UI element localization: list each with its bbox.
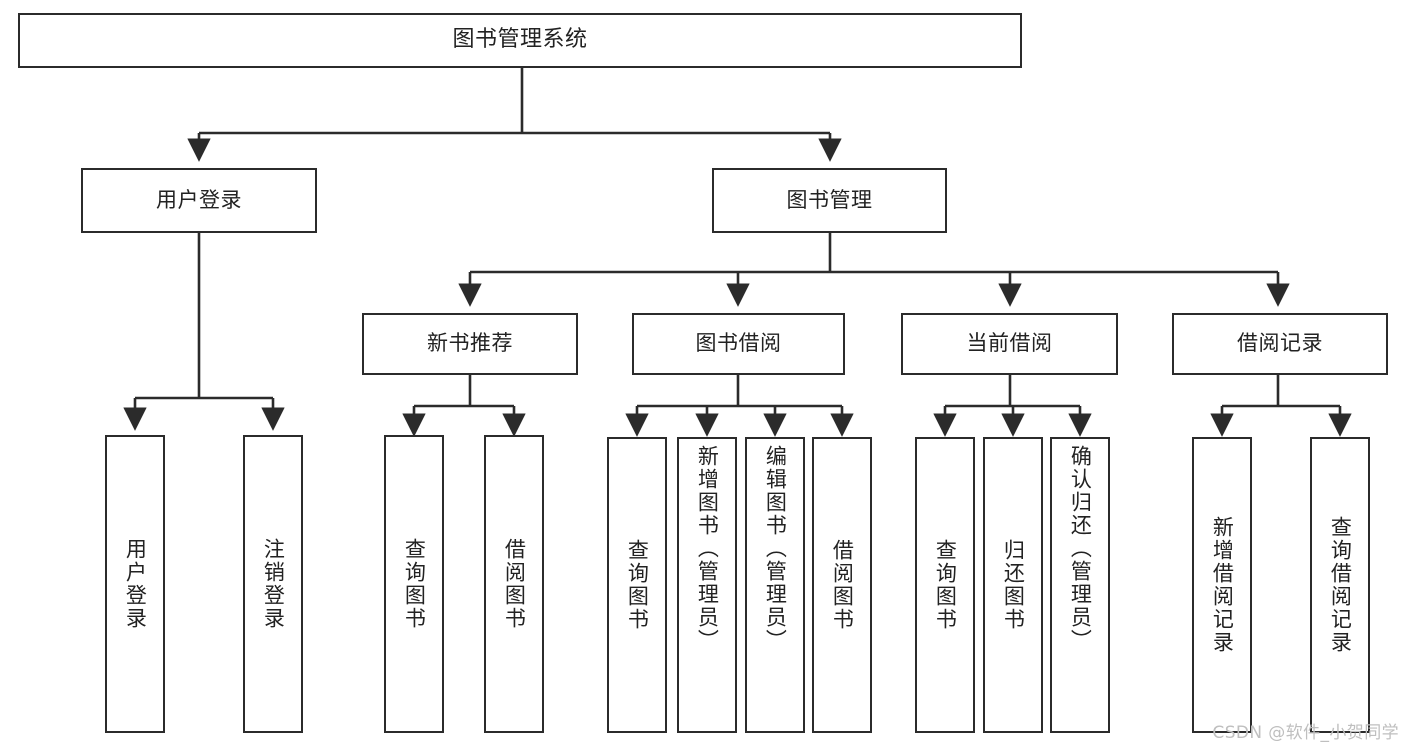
node-book-management-label: 图书管理	[786, 187, 873, 212]
leaf-borrow-edit-book-label: 编辑图书（管理员）	[763, 445, 788, 652]
node-book-borrow[interactable]: 图书借阅	[632, 313, 845, 375]
leaf-borrow-borrow-book[interactable]: 借阅图书	[812, 437, 872, 733]
leaf-current-return-book[interactable]: 归还图书	[983, 437, 1043, 733]
leaf-current-return-book-label: 归还图书	[1001, 539, 1026, 631]
leaf-new-book-borrow[interactable]: 借阅图书	[484, 435, 544, 733]
leaf-records-add-record-label: 新增借阅记录	[1210, 516, 1235, 654]
node-user-login[interactable]: 用户登录	[81, 168, 317, 233]
leaf-current-query-book-label: 查询图书	[933, 539, 958, 631]
node-book-borrow-label: 图书借阅	[695, 331, 782, 356]
leaf-records-query-record-label: 查询借阅记录	[1328, 516, 1353, 654]
leaf-current-query-book[interactable]: 查询图书	[915, 437, 975, 733]
node-book-management[interactable]: 图书管理	[712, 168, 947, 233]
node-user-login-label: 用户登录	[156, 187, 242, 212]
leaf-current-confirm-return-label: 确认归还（管理员）	[1068, 445, 1093, 652]
leaf-new-book-query[interactable]: 查询图书	[384, 435, 444, 733]
leaf-new-book-query-label: 查询图书	[402, 538, 427, 630]
leaf-user-login-logout[interactable]: 注销登录	[243, 435, 303, 733]
node-root[interactable]: 图书管理系统	[18, 13, 1022, 68]
leaf-borrow-query-book-label: 查询图书	[625, 539, 650, 631]
leaf-records-add-record[interactable]: 新增借阅记录	[1192, 437, 1252, 733]
leaf-borrow-borrow-book-label: 借阅图书	[830, 539, 855, 631]
leaf-new-book-borrow-label: 借阅图书	[502, 538, 527, 630]
leaf-borrow-add-book-label: 新增图书（管理员）	[695, 445, 720, 652]
leaf-borrow-query-book[interactable]: 查询图书	[607, 437, 667, 733]
node-current-borrow-label: 当前借阅	[966, 331, 1053, 356]
leaf-user-login-logout-label: 注销登录	[261, 538, 286, 630]
leaf-borrow-add-book[interactable]: 新增图书（管理员）	[677, 437, 737, 733]
node-new-book-recommend[interactable]: 新书推荐	[362, 313, 578, 375]
node-borrow-records-label: 借阅记录	[1237, 331, 1323, 356]
leaf-current-confirm-return[interactable]: 确认归还（管理员）	[1050, 437, 1110, 733]
leaf-user-login-login-label: 用户登录	[123, 538, 148, 630]
leaf-records-query-record[interactable]: 查询借阅记录	[1310, 437, 1370, 733]
node-borrow-records[interactable]: 借阅记录	[1172, 313, 1388, 375]
node-new-book-recommend-label: 新书推荐	[427, 331, 513, 356]
node-current-borrow[interactable]: 当前借阅	[901, 313, 1118, 375]
node-root-label: 图书管理系统	[452, 27, 588, 53]
leaf-user-login-login[interactable]: 用户登录	[105, 435, 165, 733]
watermark: CSDN @软件_小贺同学	[1212, 723, 1399, 743]
leaf-borrow-edit-book[interactable]: 编辑图书（管理员）	[745, 437, 805, 733]
